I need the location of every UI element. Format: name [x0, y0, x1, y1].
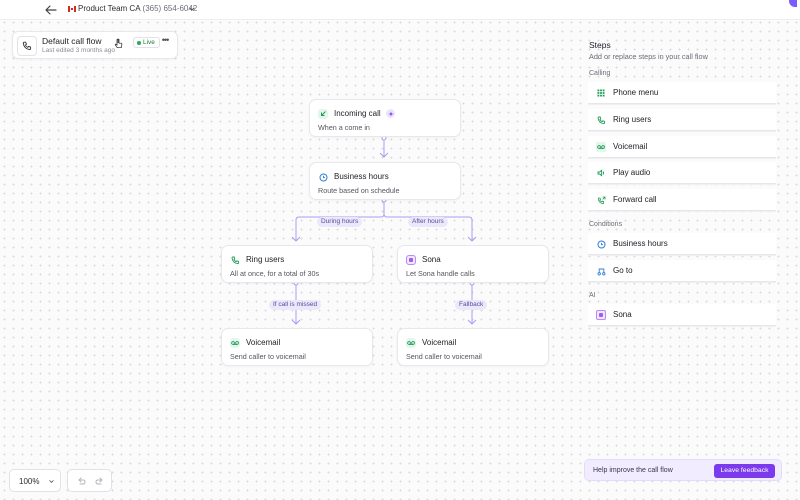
- step-sona[interactable]: Sona: [588, 304, 776, 326]
- go-to-icon: [596, 266, 606, 276]
- edge-label-during-hours: During hours: [317, 217, 363, 227]
- phone-menu-grid-icon: [596, 88, 606, 98]
- node-incoming-call[interactable]: Incoming call When a come in: [309, 99, 461, 137]
- node-title: Voicemail: [422, 338, 457, 347]
- node-title: Incoming call: [334, 109, 381, 118]
- zoom-level: 100%: [19, 477, 40, 486]
- node-voicemail-missed[interactable]: Voicemail Send caller to voicemail: [221, 328, 373, 366]
- mouse-cursor-icon: [114, 38, 123, 49]
- node-description: When a come in: [318, 123, 370, 132]
- edge-label-fallback: Fallback: [455, 300, 488, 310]
- line-number: (365) 654-6042: [142, 4, 198, 13]
- sona-ai-icon: [406, 255, 416, 265]
- back-arrow-icon[interactable]: [44, 4, 58, 16]
- sona-ai-icon: [596, 310, 606, 320]
- edge-label-if-missed: If call is missed: [269, 300, 322, 310]
- edge-label-after-hours: After hours: [408, 217, 448, 227]
- undo-icon[interactable]: [76, 476, 86, 486]
- section-label-calling: Calling: [589, 70, 611, 77]
- step-label: Ring users: [613, 115, 652, 124]
- node-description: All at once, for a total of 30s: [230, 269, 320, 278]
- more-options-icon[interactable]: •••: [161, 35, 169, 45]
- step-label: Go to: [613, 266, 633, 275]
- live-status-badge: Live: [133, 37, 160, 48]
- ring-phone-icon: [230, 255, 240, 265]
- arrow-head: [379, 152, 389, 158]
- step-play-audio[interactable]: Play audio: [588, 162, 776, 184]
- step-label: Sona: [613, 310, 632, 319]
- ring-phone-icon: [596, 115, 606, 125]
- node-title: Voicemail: [246, 338, 281, 347]
- line-name: Product Team CA: [78, 4, 141, 13]
- step-label: Voicemail: [613, 142, 648, 151]
- speaker-icon: [596, 168, 606, 178]
- step-voicemail[interactable]: Voicemail: [588, 136, 776, 158]
- section-label-ai: AI: [589, 292, 596, 299]
- voicemail-icon: [230, 338, 240, 348]
- canada-flag-icon: [68, 6, 76, 12]
- node-title: Sona: [422, 255, 441, 264]
- arrow-head: [467, 236, 477, 242]
- top-bar: Product Team CA(365) 654-6042: [0, 0, 800, 20]
- leave-feedback-button[interactable]: Leave feedback: [714, 464, 775, 478]
- panel-title: Steps: [589, 40, 611, 50]
- arrow-head: [291, 319, 301, 325]
- feedback-banner: Help improve the call flow Leave feedbac…: [584, 459, 782, 481]
- panel-subtitle: Add or replace steps in your call flow: [589, 52, 708, 61]
- forward-call-icon: [596, 195, 606, 205]
- node-description: Send caller to voicemail: [406, 352, 482, 361]
- step-label: Phone menu: [613, 88, 659, 97]
- voicemail-icon: [596, 142, 606, 152]
- clock-icon: [318, 172, 328, 182]
- step-label: Play audio: [613, 168, 651, 177]
- call-flow-title[interactable]: Default call flow: [42, 36, 102, 46]
- phone-line-selector[interactable]: Product Team CA(365) 654-6042: [78, 4, 197, 13]
- step-phone-menu[interactable]: Phone menu: [588, 82, 776, 104]
- feedback-text: Help improve the call flow: [593, 467, 673, 474]
- zoom-selector[interactable]: 100%: [9, 469, 61, 492]
- arrow-head: [291, 236, 301, 242]
- chevron-down-icon: [49, 480, 54, 483]
- step-ring-users[interactable]: Ring users: [588, 109, 776, 131]
- section-label-conditions: Conditions: [589, 221, 623, 228]
- voicemail-icon: [406, 338, 416, 348]
- undo-redo-group: [67, 469, 112, 492]
- incoming-call-icon: [318, 109, 328, 119]
- last-edited-text: Last edited 3 months ago: [42, 47, 115, 54]
- sparkle-icon: [386, 109, 395, 118]
- node-voicemail-fallback[interactable]: Voicemail Send caller to voicemail: [397, 328, 549, 366]
- phone-icon: [17, 36, 37, 56]
- node-ring-users[interactable]: Ring users All at once, for a total of 3…: [221, 245, 373, 283]
- node-title: Ring users: [246, 255, 285, 264]
- arrow-head: [467, 319, 477, 325]
- chevron-down-icon[interactable]: [188, 5, 196, 13]
- corner-accent: [789, 0, 797, 7]
- node-business-hours[interactable]: Business hours Route based on schedule: [309, 162, 461, 200]
- step-label: Business hours: [613, 239, 668, 248]
- step-label: Forward call: [613, 195, 657, 204]
- node-description: Let Sona handle calls: [406, 269, 475, 278]
- step-forward-call[interactable]: Forward call: [588, 189, 776, 211]
- call-flow-header-card: Default call flow Last edited 3 months a…: [12, 31, 178, 59]
- step-go-to[interactable]: Go to: [588, 260, 776, 282]
- node-sona[interactable]: Sona Let Sona handle calls: [397, 245, 549, 283]
- live-label: Live: [143, 39, 155, 46]
- live-dot-icon: [137, 40, 141, 45]
- node-title: Business hours: [334, 172, 389, 181]
- step-business-hours[interactable]: Business hours: [588, 233, 776, 255]
- redo-icon[interactable]: [95, 476, 105, 486]
- node-description: Route based on schedule: [318, 186, 400, 195]
- node-description: Send caller to voicemail: [230, 352, 306, 361]
- clock-icon: [596, 239, 606, 249]
